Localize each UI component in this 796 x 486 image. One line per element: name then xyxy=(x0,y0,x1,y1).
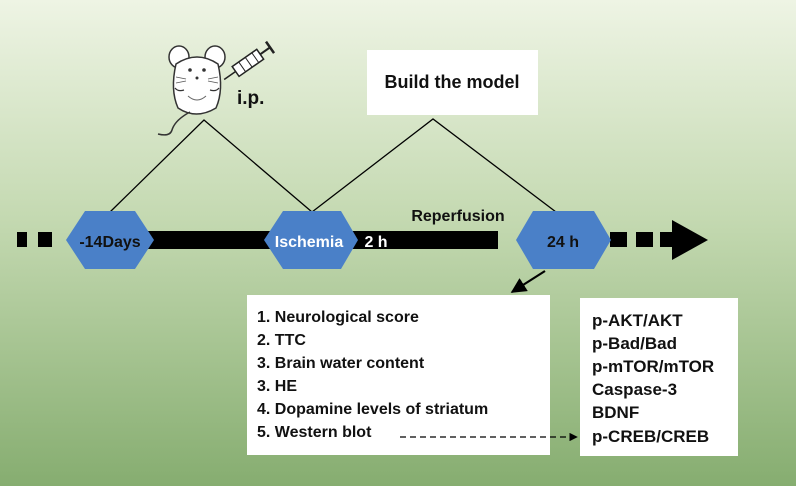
list-item: p-CREB/CREB xyxy=(592,427,709,446)
assays-box xyxy=(247,295,550,455)
ischemia-duration-label: 2 h xyxy=(364,234,387,251)
list-item: 4. Dopamine levels of striatum xyxy=(257,401,488,418)
list-item: p-mTOR/mTOR xyxy=(592,357,714,376)
node-label-baseline: -14Days xyxy=(79,234,140,251)
list-item: 1. Neurological score xyxy=(257,309,419,326)
mouse-icon xyxy=(157,45,226,136)
assays-list: 1. Neurological score 2. TTC 3. Brain wa… xyxy=(257,309,488,441)
list-item: 5. Western blot xyxy=(257,424,372,441)
syringe-icon xyxy=(223,40,276,81)
proteins-box xyxy=(580,298,738,456)
node-label-ischemia: Ischemia xyxy=(275,234,344,251)
proteins-list: p-AKT/AKT p-Bad/Bad p-mTOR/mTOR Caspase-… xyxy=(592,311,714,446)
list-item: p-AKT/AKT xyxy=(592,311,683,330)
list-item: BDNF xyxy=(592,403,639,422)
model-connector xyxy=(311,118,557,213)
list-item: 3. HE xyxy=(257,378,297,395)
list-item: 2. TTC xyxy=(257,332,306,349)
outcome-arrow xyxy=(510,270,546,293)
timeline-node-baseline: -14Days xyxy=(66,211,154,269)
timeline-node-24h: 24 h xyxy=(516,211,611,269)
injection-connector xyxy=(109,119,313,213)
injection-route-label: i.p. xyxy=(237,88,264,109)
timeline-arrowhead xyxy=(672,220,708,260)
list-item: p-Bad/Bad xyxy=(592,334,677,353)
timeline-node-ischemia: Ischemia xyxy=(264,211,358,269)
model-title-box xyxy=(367,50,538,115)
node-label-24h: 24 h xyxy=(547,234,579,251)
list-item: 3. Brain water content xyxy=(257,355,425,372)
model-title: Build the model xyxy=(385,72,520,92)
list-item: Caspase-3 xyxy=(592,380,677,399)
reperfusion-label: Reperfusion xyxy=(411,208,504,225)
